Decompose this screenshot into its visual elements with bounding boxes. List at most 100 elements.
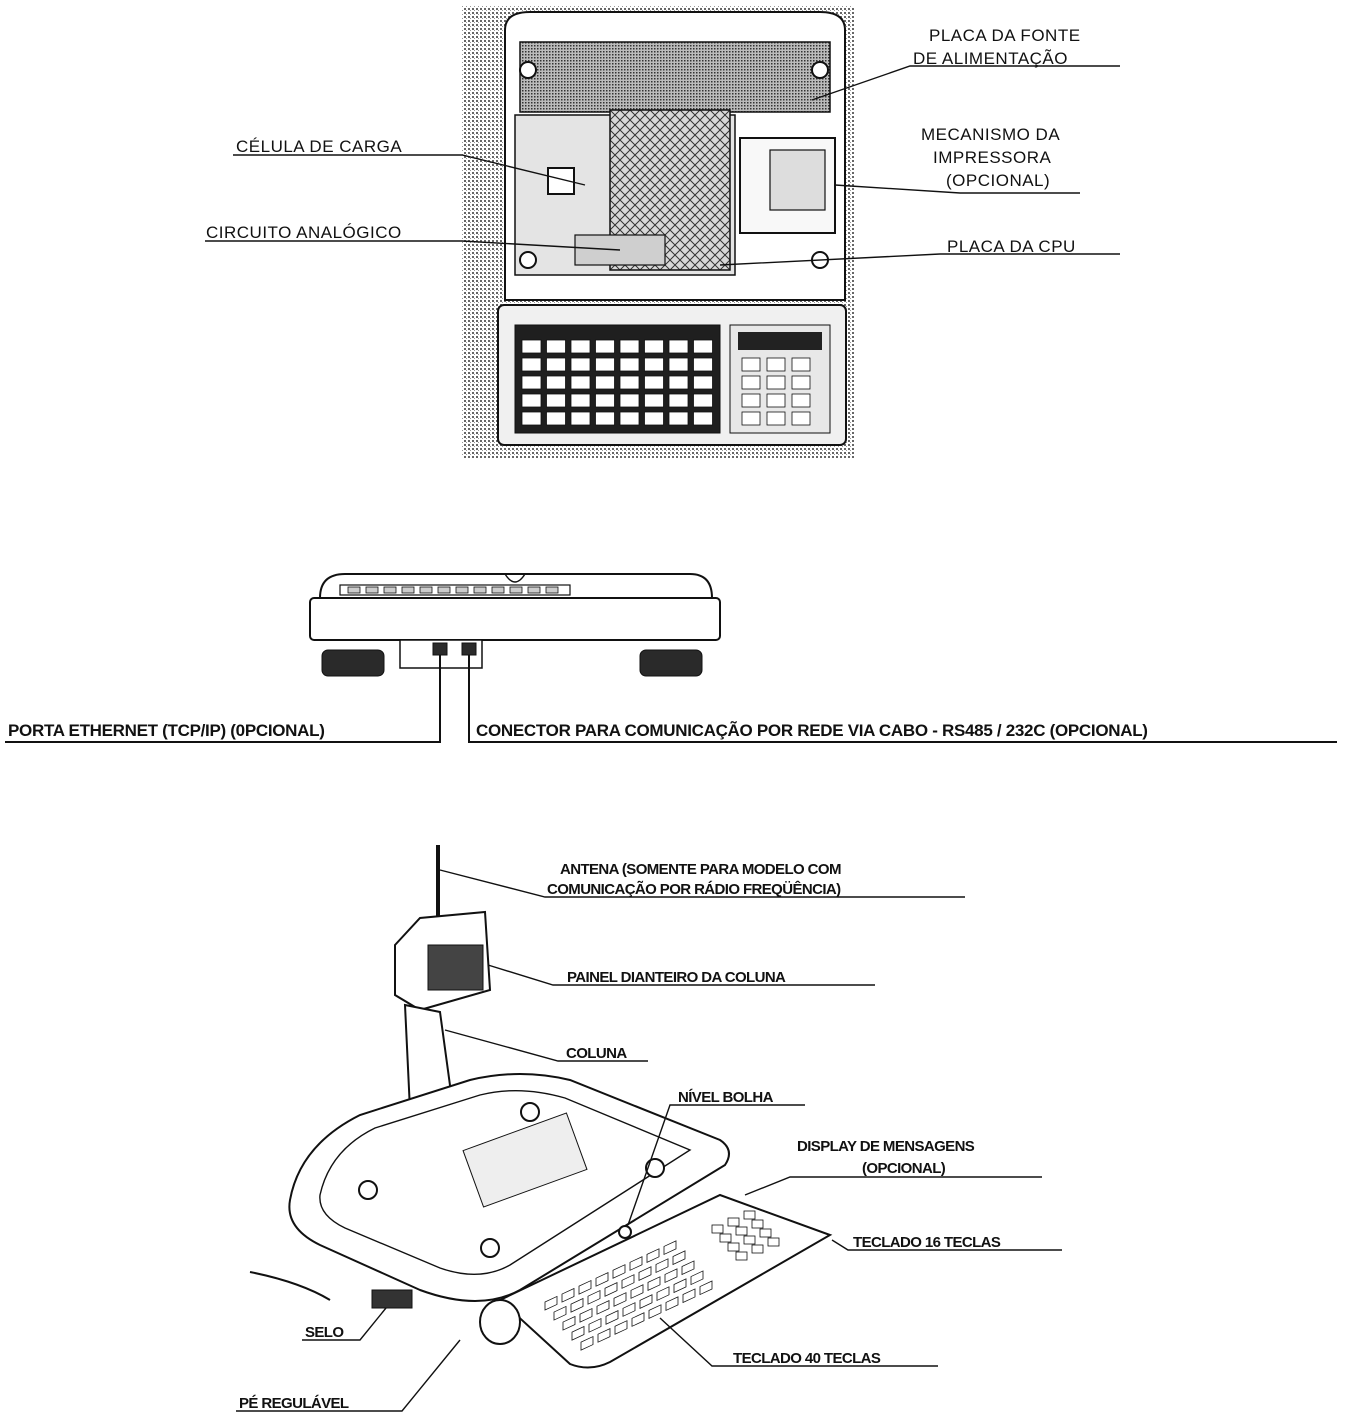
key-40 [619,339,640,354]
perspective-keypad-40 [544,1240,713,1351]
foot-upper-left [519,61,537,79]
key-40 [644,339,664,354]
label-message-display-line1: DISPLAY DE MENSAGENS [797,1138,975,1155]
top-keypad-40 [514,324,721,434]
perspective-key-40 [605,1310,619,1325]
perspective-key-40 [663,1240,677,1256]
label-bubble-level: NÍVEL BOLHA [678,1089,774,1106]
perspective-key-40 [629,1256,643,1271]
perspective-key-40 [639,1294,653,1309]
key-40 [668,393,689,408]
label-printer-line3: (OPCIONAL) [946,171,1050,190]
perspective-key-40 [682,1288,696,1304]
perspective-key-16 [751,1219,764,1229]
perspective-key-40 [570,1297,584,1313]
key-40 [595,411,615,426]
strip-mark [455,586,469,594]
strip-mark [383,586,397,594]
perspective-key-16 [743,1210,756,1220]
key-16 [766,393,786,408]
key-40 [595,339,615,354]
perspective-view-leaders [236,869,1062,1412]
base-hole-1 [358,1180,378,1200]
perspective-key-40 [622,1302,636,1317]
power-board-shape [519,41,831,113]
key-40 [521,339,542,354]
perspective-key-40 [631,1312,645,1327]
key-40 [668,357,689,372]
label-load-cell: CÉLULA DE CARGA [236,137,402,156]
label-cpu-board: PLACA DA CPU [947,237,1076,256]
perspective-key-16 [751,1244,764,1254]
strip-mark [509,586,523,594]
key-40 [570,375,591,390]
rear-view-leaders [5,655,1337,743]
perspective-key-40 [646,1248,660,1263]
key-40 [644,375,664,390]
perspective-key-40 [579,1307,593,1323]
perspective-key-16 [727,1242,740,1252]
rear-view-strip-marks [347,586,559,594]
label-antenna-line2: COMUNICAÇÃO POR RÁDIO FREQÜÊNCIA) [547,880,841,898]
label-antenna-line1: ANTENA (SOMENTE PARA MODELO COM [560,861,841,878]
key-40 [644,357,664,372]
rear-view-foot-right [639,649,703,677]
key-40 [693,375,713,390]
strip-mark [419,586,433,594]
perspective-key-40 [614,1320,628,1335]
cpu-board-shape [609,109,731,271]
key-40 [668,339,689,354]
label-power-board-line2: DE ALIMENTAÇÃO [913,49,1068,68]
key-40 [668,375,689,390]
key-40 [644,411,664,426]
keypad-16-keys [741,357,811,426]
key-40 [668,411,689,426]
key-16 [741,411,761,426]
key-40 [521,393,542,408]
key-40 [546,375,566,390]
strip-mark [545,586,559,594]
key-40 [693,357,713,372]
base-hole-2 [480,1238,500,1258]
perspective-key-40 [638,1266,652,1281]
perspective-key-40 [561,1287,575,1303]
rear-view-panel-strip [339,584,571,596]
keypad-40-keys [521,339,713,426]
perspective-key-40 [655,1258,669,1274]
perspective-key-40 [596,1300,610,1315]
key-40 [521,357,542,372]
perspective-key-40 [562,1315,576,1331]
seal-shape [371,1289,413,1309]
perspective-key-40 [588,1317,602,1333]
base-inner-plate [462,1112,588,1208]
base-hole-3 [645,1158,665,1178]
perspective-key-40 [656,1286,670,1302]
perspective-view-illustration [249,845,833,1369]
key-40 [619,393,640,408]
adjustable-foot-shape [479,1299,521,1345]
perspective-keypad-16 [711,1210,780,1261]
label-power-board-line1: PLACA DA FONTE [929,26,1081,45]
perspective-key-40 [681,1260,695,1276]
key-40 [521,411,542,426]
key-16 [766,375,786,390]
perspective-key-40 [673,1278,687,1294]
key-40 [521,375,542,390]
perspective-key-40 [580,1335,594,1351]
strip-mark [527,586,541,594]
perspective-key-40 [672,1250,686,1266]
foot-upper-right [811,61,829,79]
base-inner-platter [319,1089,692,1276]
perspective-key-40 [597,1328,611,1343]
label-ethernet-port: PORTA ETHERNET (TCP/IP) (0PCIONAL) [8,721,325,740]
perspective-key-16 [735,1226,748,1236]
key-40 [546,411,566,426]
perspective-key-16 [743,1235,756,1245]
perspective-key-40 [553,1305,567,1321]
key-40 [570,393,591,408]
key-16 [791,357,811,372]
rs485-connector-shape [461,642,477,656]
key-16 [741,393,761,408]
key-40 [595,393,615,408]
